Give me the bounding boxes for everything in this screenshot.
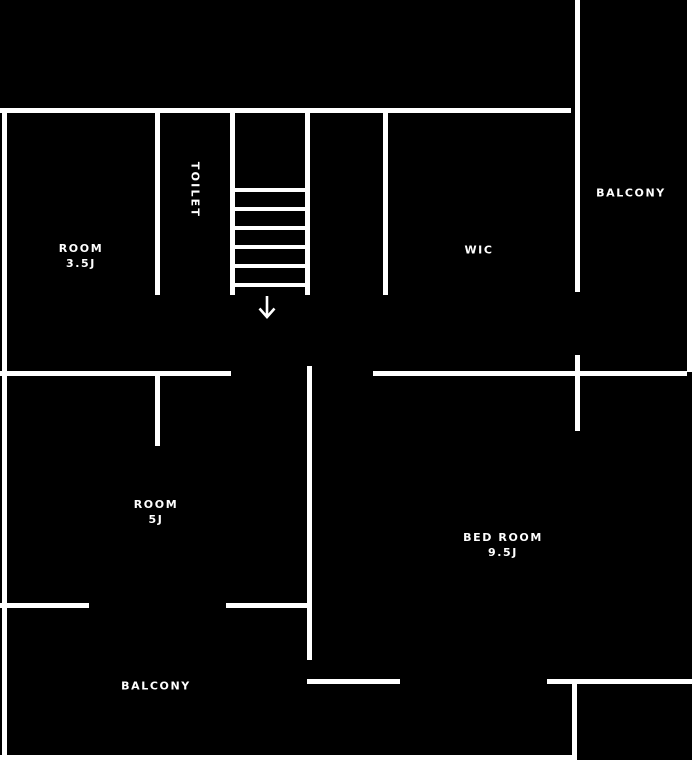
- wall-bot-wall-left: [0, 603, 89, 608]
- wall-bot-right-vert: [572, 679, 577, 760]
- room-label-balcony-bottom: BALCONY: [121, 679, 191, 693]
- wall-bot-wall-right: [307, 679, 400, 684]
- wall-outer-top-main: [0, 108, 571, 113]
- wall-outer-left: [2, 108, 7, 760]
- stair-step-6: [230, 283, 310, 287]
- wall-bot-wall-far-right: [547, 679, 692, 684]
- room-label-room-3-5j: ROOM 3.5J: [58, 242, 104, 270]
- room-label-balcony-top-right: BALCONY: [596, 186, 666, 200]
- stair-direction-down-arrow-icon: [257, 296, 277, 322]
- wall-mid-wall-left: [0, 371, 231, 376]
- room-label-toilet: TOILET: [188, 161, 202, 219]
- stair-step-2: [230, 207, 310, 211]
- wall-mid-wall-right: [373, 371, 687, 376]
- room-label-room-5j: ROOM 5J: [133, 498, 179, 526]
- wall-bot-wall-mid: [226, 603, 312, 608]
- stair-step-1: [230, 188, 310, 192]
- wall-stair-left: [230, 113, 235, 295]
- room-label-wic: WIC: [464, 243, 494, 257]
- wall-balcony-tr-right: [687, 0, 692, 372]
- wall-stair-right: [305, 113, 310, 295]
- stair-step-3: [230, 226, 310, 230]
- wall-lower-left-divider: [155, 374, 160, 446]
- wall-wic-left: [383, 113, 388, 295]
- wall-balcony-tr-left: [575, 0, 580, 292]
- wall-toilet-left: [155, 113, 160, 295]
- wall-mid-divider: [307, 366, 312, 660]
- room-label-bed-room-9-5j: BED ROOM 9.5J: [463, 531, 543, 559]
- stair-step-4: [230, 245, 310, 249]
- wall-outer-bottom: [0, 755, 575, 760]
- wall-right-stub: [575, 355, 580, 431]
- stair-step-5: [230, 264, 310, 268]
